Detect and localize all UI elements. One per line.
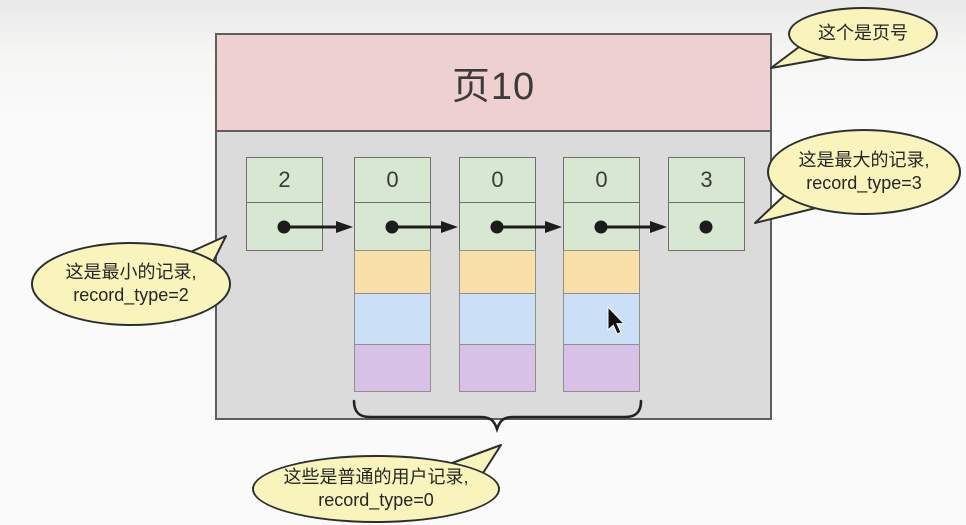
- bubble-text: 这个是页号: [818, 23, 908, 44]
- record-min: 2: [246, 157, 323, 251]
- bubble-text: record_type=0: [318, 490, 434, 510]
- record-max: 3: [668, 157, 745, 251]
- record-user-2: 0: [459, 157, 536, 392]
- bubble-user-records: 这些是普通的用户记录, record_type=0: [252, 455, 500, 523]
- record-segment-orange: [459, 250, 536, 294]
- record-type-value: 0: [563, 157, 640, 203]
- bubble-text: record_type=3: [806, 173, 922, 193]
- record-type-value: 0: [354, 157, 431, 203]
- record-segment-blue: [563, 293, 640, 345]
- record-pointer-cell: [354, 202, 431, 251]
- record-pointer-cell: [563, 202, 640, 251]
- bubble-text: 这些是普通的用户记录,: [283, 466, 469, 487]
- record-segment-purple: [563, 344, 640, 392]
- record-pointer-cell: [459, 202, 536, 251]
- record-type-value: 0: [459, 157, 536, 203]
- record-segment-orange: [563, 250, 640, 294]
- bubble-text: 这是最小的记录,: [65, 261, 197, 282]
- record-type-value: 2: [246, 157, 323, 203]
- record-segment-orange: [354, 250, 431, 294]
- record-segment-blue: [459, 293, 536, 345]
- record-segment-purple: [354, 344, 431, 392]
- page-box: 页10 2 0 0 0: [215, 33, 772, 420]
- bubble-max-record: 这是最大的记录, record_type=3: [767, 129, 961, 215]
- bubble-page-number: 这个是页号: [788, 7, 938, 61]
- bubble-text: record_type=2: [73, 285, 189, 305]
- page-title: 页10: [451, 66, 536, 108]
- record-user-3: 0: [563, 157, 640, 392]
- record-segment-blue: [354, 293, 431, 345]
- record-type-value: 3: [668, 157, 745, 203]
- record-pointer-cell: [246, 202, 323, 251]
- bubble-min-record: 这是最小的记录, record_type=2: [31, 242, 231, 326]
- bubble-text: 这是最大的记录,: [798, 149, 930, 170]
- record-user-1: 0: [354, 157, 431, 392]
- record-segment-purple: [459, 344, 536, 392]
- record-pointer-cell: [668, 202, 745, 251]
- page-body: 2 0 0 0: [217, 132, 770, 420]
- page-header: 页10: [217, 35, 770, 132]
